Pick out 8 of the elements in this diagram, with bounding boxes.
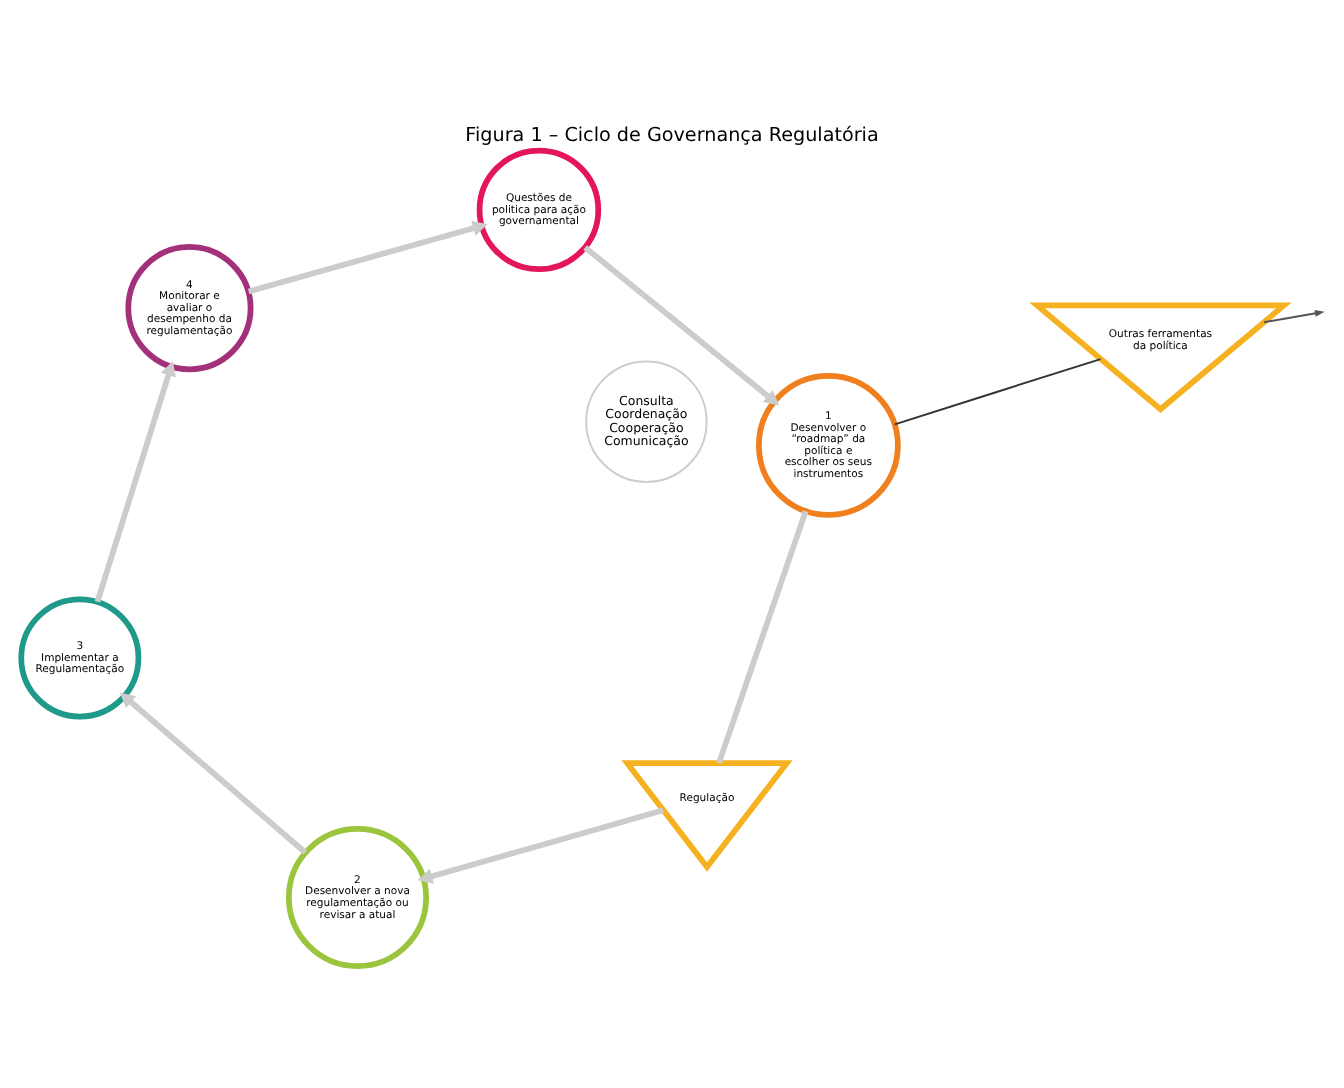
arrow	[94, 360, 176, 603]
diagram-title: Figura 1 – Ciclo de Governança Regulatória	[465, 125, 879, 148]
connector	[893, 358, 1102, 426]
connector	[716, 510, 809, 764]
arrow	[583, 245, 780, 406]
arrow	[417, 807, 664, 884]
arrow	[247, 220, 488, 295]
arrow	[119, 692, 308, 855]
